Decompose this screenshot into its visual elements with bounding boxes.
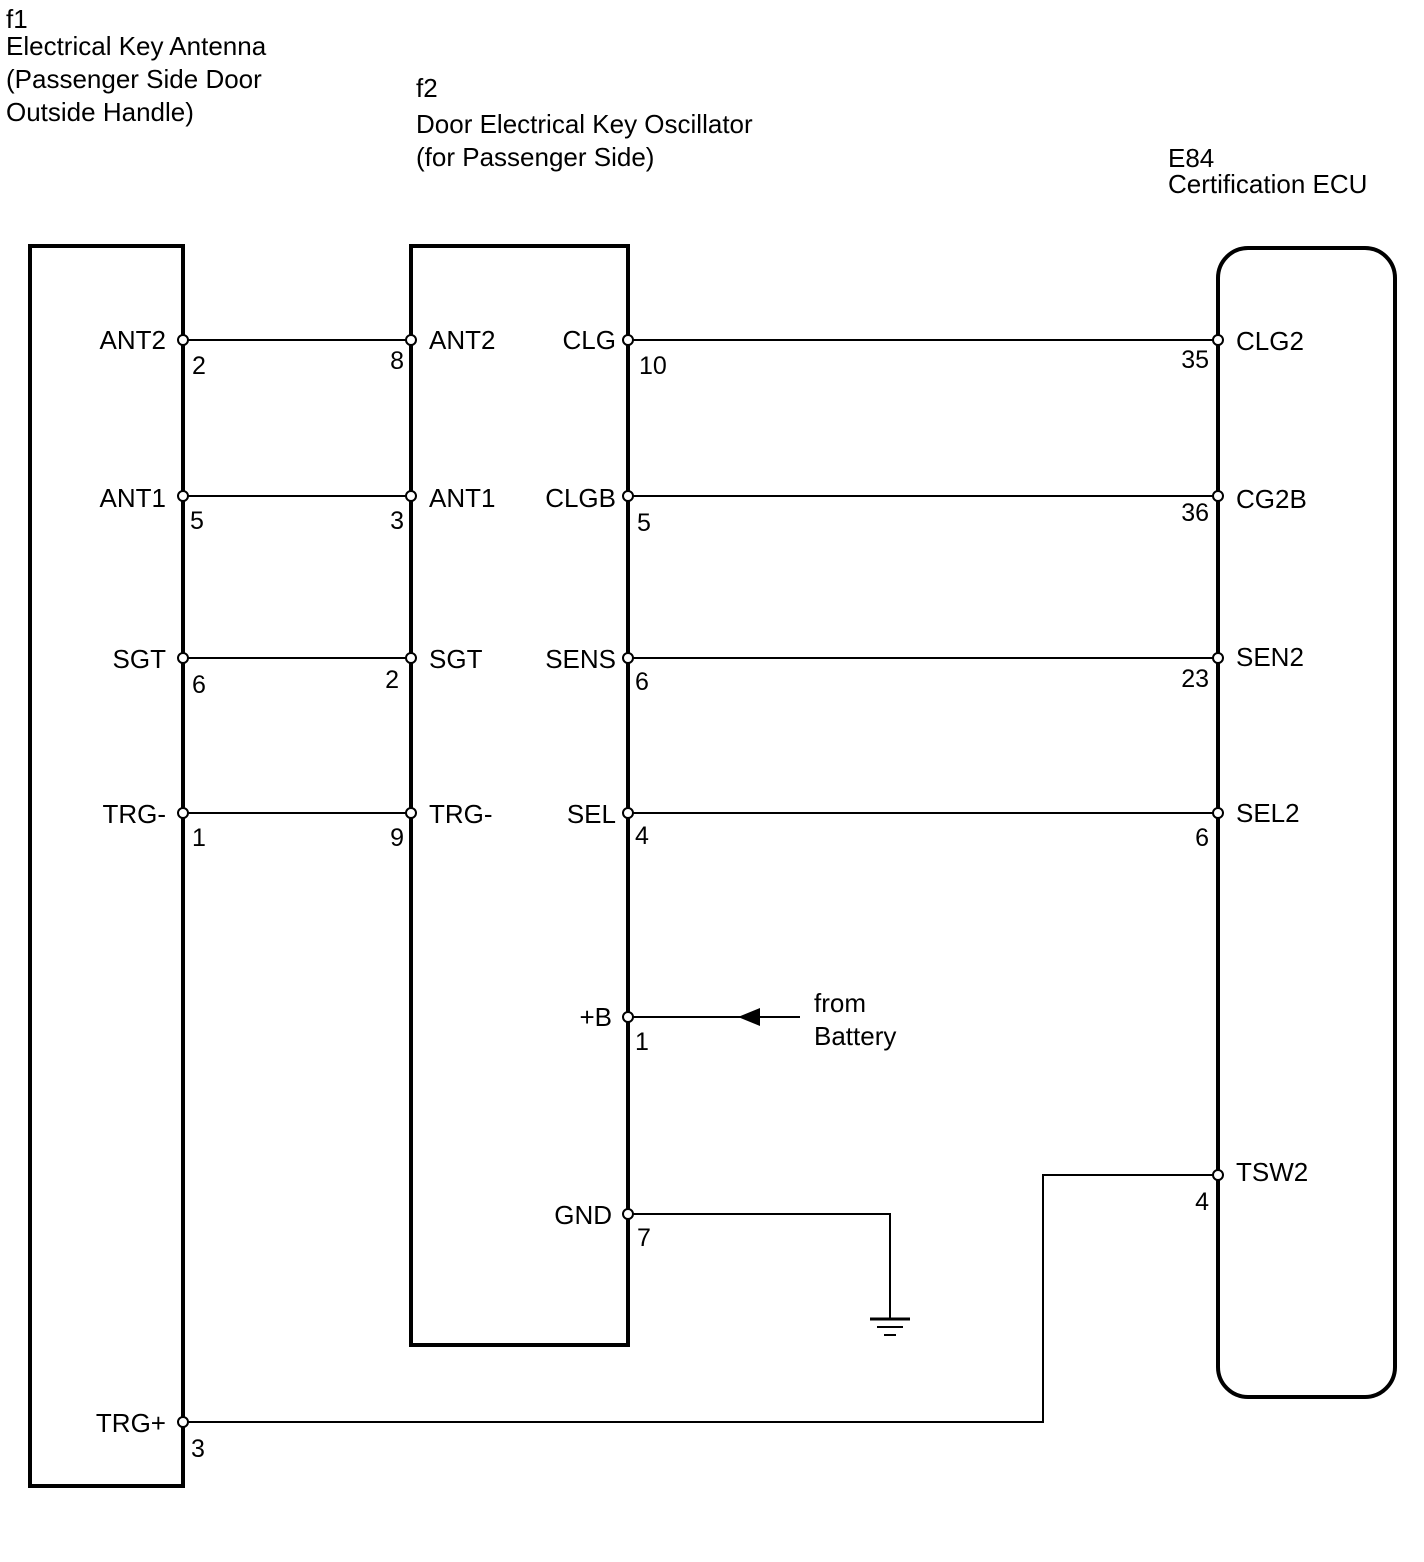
e84-pin-name-cg2b: CG2B [1236, 484, 1307, 514]
f2-pin-name-sel: SEL [567, 799, 616, 829]
terminal-f2-ant1 [405, 490, 417, 502]
terminal-f1-trg-minus [177, 807, 189, 819]
f1-pin-name-ant1: ANT1 [100, 483, 166, 513]
f1-name-line-1: Electrical Key Antenna [6, 31, 267, 61]
f1-pin-name-trg-plus: TRG+ [96, 1408, 166, 1438]
terminal-f1-trg-plus [177, 1416, 189, 1428]
f2-pin-num-clgb: 5 [637, 509, 651, 537]
terminal-f2-clgb [622, 490, 634, 502]
f1-pin-num-ant1: 5 [190, 507, 204, 535]
terminals [177, 334, 1224, 1428]
terminal-f2-trg-minus [405, 807, 417, 819]
terminal-f2-sel [622, 807, 634, 819]
terminal-f2-ant2 [405, 334, 417, 346]
terminal-f2-gnd [622, 1208, 634, 1220]
f2-pin-num-ant2: 8 [390, 347, 404, 375]
e84-pin-labels: CLG2 35 CG2B 36 SEN2 23 SEL2 6 TSW2 4 [1181, 326, 1308, 1216]
wire-gnd [628, 1213, 891, 1318]
arrow-icon [738, 1008, 760, 1026]
f1-pin-num-ant2: 2 [192, 352, 206, 380]
f2-pin-num-sel: 4 [635, 822, 649, 850]
terminal-f2-sgt [405, 652, 417, 664]
f2-pin-name-clgb: CLGB [545, 483, 616, 513]
f2-pin-name-sens: SENS [545, 644, 616, 674]
e84-title: E84 Certification ECU [1168, 143, 1367, 199]
terminal-e84-cg2b [1212, 490, 1224, 502]
f1-pin-num-trg-minus: 1 [192, 824, 206, 852]
terminal-f2-clg [622, 334, 634, 346]
terminal-e84-tsw2 [1212, 1169, 1224, 1181]
terminal-f1-ant2 [177, 334, 189, 346]
f2-pin-name-ant2: ANT2 [429, 325, 495, 355]
f1-pin-name-trg-minus: TRG- [102, 799, 166, 829]
terminal-f1-ant1 [177, 490, 189, 502]
e84-pin-num-sen2: 23 [1181, 665, 1209, 693]
terminal-e84-clg2 [1212, 334, 1224, 346]
f1-pin-name-sgt: SGT [113, 644, 167, 674]
f2-pin-name-gnd: GND [554, 1200, 612, 1230]
f2-left-pin-labels: ANT2 8 ANT1 3 SGT 2 TRG- 9 [385, 325, 495, 852]
f2-title: f2 Door Electrical Key Oscillator (for P… [416, 73, 753, 172]
f2-pin-name-ant1: ANT1 [429, 483, 495, 513]
f2-name-line-2: (for Passenger Side) [416, 142, 654, 172]
e84-code: E84 [1168, 143, 1214, 173]
e84-pin-num-clg2: 35 [1181, 346, 1209, 374]
f2-pin-num-sens: 6 [635, 668, 649, 696]
f2-pin-num-sgt: 2 [385, 666, 399, 694]
e84-pin-name-clg2: CLG2 [1236, 326, 1304, 356]
f1-title: f1 Electrical Key Antenna (Passenger Sid… [6, 4, 267, 127]
e84-pin-name-sen2: SEN2 [1236, 642, 1304, 672]
f2-pin-num-trg-minus: 9 [390, 824, 404, 852]
e84-ecu-box [1216, 246, 1397, 1399]
e84-name-line-1: Certification ECU [1168, 169, 1367, 199]
terminal-e84-sen2 [1212, 652, 1224, 664]
wires [183, 339, 1218, 1423]
terminal-e84-sel2 [1212, 807, 1224, 819]
f1-pin-num-trg-plus: 3 [191, 1435, 205, 1463]
f1-pin-name-ant2: ANT2 [100, 325, 166, 355]
f1-connector-box [28, 244, 185, 1488]
terminal-f2-sens [622, 652, 634, 664]
f2-oscillator-box [409, 244, 630, 1347]
f2-pin-num-ant1: 3 [390, 507, 404, 535]
ground-symbol [870, 1317, 910, 1336]
f2-pin-num-gnd: 7 [637, 1224, 651, 1252]
f1-pin-num-sgt: 6 [192, 671, 206, 699]
f2-pin-name-trg-minus: TRG- [429, 799, 493, 829]
f2-name-line-1: Door Electrical Key Oscillator [416, 109, 753, 139]
f1-name-line-3: Outside Handle) [6, 97, 194, 127]
e84-pin-num-sel2: 6 [1195, 824, 1209, 852]
terminal-f1-sgt [177, 652, 189, 664]
f1-name-line-2: (Passenger Side Door [6, 64, 262, 94]
e84-pin-num-tsw2: 4 [1195, 1188, 1209, 1216]
f1-code: f1 [6, 4, 28, 34]
f1-pin-labels: ANT2 2 ANT1 5 SGT 6 TRG- 1 TRG+ 3 [96, 325, 206, 1463]
wire-trg-plus-tsw2 [183, 1174, 1218, 1423]
terminal-f2-plus-b [622, 1011, 634, 1023]
e84-pin-num-cg2b: 36 [1181, 499, 1209, 527]
e84-pin-name-sel2: SEL2 [1236, 798, 1300, 828]
f2-pin-name-sgt: SGT [429, 644, 483, 674]
e84-pin-name-tsw2: TSW2 [1236, 1157, 1308, 1187]
f2-code: f2 [416, 73, 438, 103]
f2-pin-num-plus-b: 1 [635, 1028, 649, 1056]
battery-label-line-2: Battery [814, 1021, 896, 1051]
f2-pin-name-plus-b: +B [579, 1002, 612, 1032]
f2-pin-num-clg: 10 [639, 352, 667, 380]
f2-pin-name-clg: CLG [563, 325, 616, 355]
f2-right-pin-labels: CLG 10 CLGB 5 SENS 6 SEL 4 +B 1 GND 7 [545, 325, 667, 1252]
battery-label-line-1: from [814, 988, 866, 1018]
